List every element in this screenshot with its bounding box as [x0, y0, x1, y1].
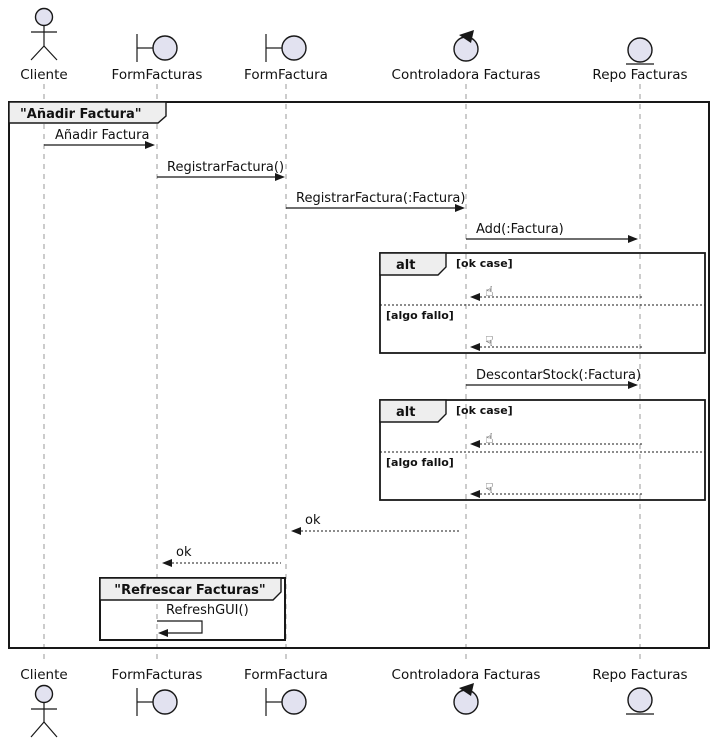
- participant-label: Controladora Facturas: [392, 667, 541, 683]
- participant-top-controladora: Controladora Facturas: [392, 30, 541, 83]
- thumbs-down-icon: ☟: [485, 334, 494, 350]
- boundary-icon: [265, 34, 307, 62]
- message-registrar-factura: RegistrarFactura(): [157, 160, 285, 181]
- participant-top-formfactura: FormFactura: [244, 34, 328, 83]
- arrowhead: [158, 629, 168, 637]
- participant-top-formfacturas: FormFacturas: [112, 34, 203, 83]
- participant-label: Repo Facturas: [592, 667, 687, 683]
- return-ok-formfactura-formfacturas: ok: [162, 545, 281, 567]
- message-label: Añadir Factura: [55, 128, 150, 143]
- main-frame: "Añadir Factura": [8, 101, 710, 649]
- participant-bottom-formfacturas: FormFacturas: [112, 667, 203, 716]
- control-icon: [453, 30, 479, 62]
- entity-icon: [626, 687, 654, 715]
- arrowhead: [470, 293, 480, 301]
- boundary-icon: [136, 34, 178, 62]
- participant-top-repo: Repo Facturas: [592, 37, 688, 83]
- arrowhead: [470, 440, 480, 448]
- message-refresh-gui: RefreshGUI(): [157, 603, 249, 637]
- guard-algo-fallo: [algo fallo]: [386, 456, 454, 469]
- boundary-icon: [265, 688, 307, 716]
- participant-label: FormFactura: [244, 67, 328, 83]
- message-label: DescontarStock(:Factura): [476, 368, 641, 383]
- message-label: Add(:Factura): [476, 222, 564, 237]
- alt-operator: alt: [396, 405, 415, 420]
- participant-bottom-cliente: Cliente: [20, 667, 68, 738]
- participant-bottom-controladora: Controladora Facturas: [392, 667, 541, 715]
- participant-bottom-formfactura: FormFactura: [244, 667, 328, 716]
- participant-label: FormFactura: [244, 667, 328, 683]
- message-label: ok: [305, 513, 321, 528]
- message-label: ok: [176, 545, 192, 560]
- group-frame-refrescar: "Refrescar Facturas" RefreshGUI(): [99, 577, 286, 641]
- message-add-factura: Add(:Factura): [466, 222, 638, 243]
- boundary-icon: [136, 688, 178, 716]
- return-ok-2: [470, 440, 644, 448]
- actor-icon: [30, 684, 58, 738]
- alt-operator: alt: [396, 258, 415, 273]
- alt-frame-1: alt [ok case] ☝ [algo fallo] ☟: [379, 252, 706, 354]
- actor-icon: [30, 7, 58, 61]
- return-ok-controladora-formfactura: ok: [291, 513, 461, 535]
- alt-frame-2: alt [ok case] ☝ [algo fallo] ☟: [379, 399, 706, 501]
- participant-label: Cliente: [20, 67, 67, 83]
- entity-icon: [626, 37, 654, 65]
- message-label: RefreshGUI(): [166, 603, 249, 618]
- participant-label: Cliente: [20, 667, 67, 683]
- main-frame-title: "Añadir Factura": [20, 107, 142, 122]
- return-fail-1: [470, 343, 644, 351]
- return-fail-2: [470, 490, 644, 498]
- message-anadir-factura: Añadir Factura: [44, 128, 155, 149]
- guard-ok-case: [ok case]: [456, 404, 513, 417]
- arrowhead: [145, 141, 155, 149]
- guard-algo-fallo: [algo fallo]: [386, 309, 454, 322]
- control-icon: [453, 683, 479, 715]
- participant-label: FormFacturas: [112, 667, 203, 683]
- arrowhead: [455, 204, 465, 212]
- guard-ok-case: [ok case]: [456, 257, 513, 270]
- thumbs-up-icon: ☝: [485, 431, 494, 447]
- participant-bottom-repo: Repo Facturas: [592, 667, 688, 715]
- arrowhead: [628, 381, 638, 389]
- arrowhead: [291, 527, 301, 535]
- arrowhead: [470, 343, 480, 351]
- participant-label: Controladora Facturas: [392, 67, 541, 83]
- group-frame-title: "Refrescar Facturas": [114, 583, 265, 598]
- return-ok-1: [470, 293, 644, 301]
- arrowhead: [628, 235, 638, 243]
- frame-tab: [99, 577, 282, 601]
- message-label: RegistrarFactura(): [167, 160, 284, 175]
- participant-label: Repo Facturas: [592, 67, 687, 83]
- alt-tab: [379, 399, 447, 423]
- message-registrar-factura-param: RegistrarFactura(:Factura): [286, 191, 465, 212]
- participant-top-cliente: Cliente: [20, 7, 68, 83]
- message-label: RegistrarFactura(:Factura): [296, 191, 465, 206]
- thumbs-down-icon: ☟: [485, 481, 494, 497]
- alt-tab: [379, 252, 447, 276]
- thumbs-up-icon: ☝: [485, 284, 494, 300]
- arrowhead: [470, 490, 480, 498]
- message-descontar-stock: DescontarStock(:Factura): [466, 368, 641, 389]
- arrowhead: [162, 559, 172, 567]
- frame-tab: [8, 101, 167, 124]
- arrowhead: [275, 173, 285, 181]
- self-message-line: [157, 620, 203, 634]
- participant-label: FormFacturas: [112, 67, 203, 83]
